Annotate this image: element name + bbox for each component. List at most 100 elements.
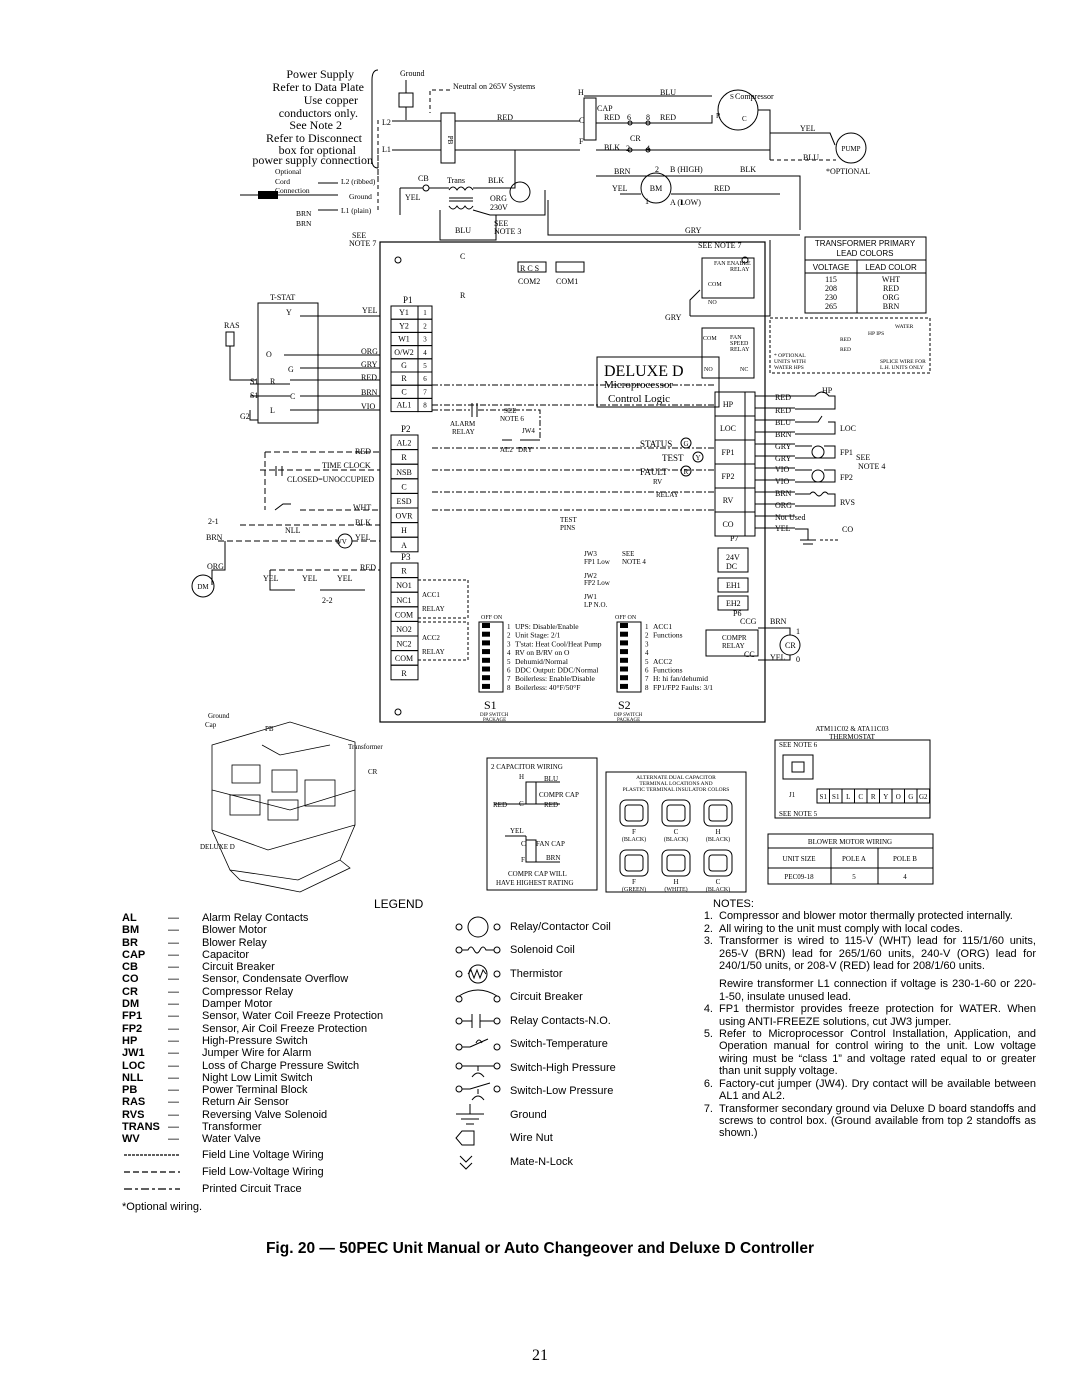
svg-text:R: R bbox=[460, 291, 466, 300]
legend-symbol-item: Switch-High Pressure bbox=[448, 1056, 658, 1080]
blower-table-header: POLE A bbox=[842, 855, 866, 863]
photo-label: Ground bbox=[208, 712, 230, 720]
legend-desc: Loss of Charge Pressure Switch bbox=[202, 1059, 360, 1072]
dip-switch-number: 2 bbox=[507, 632, 511, 640]
red-wire-label: RED bbox=[497, 113, 513, 122]
pump-icon bbox=[835, 132, 867, 164]
tstat-terminal: L bbox=[270, 406, 275, 415]
compr-cap-label: COMPR CAP bbox=[539, 791, 579, 799]
water-label: WATER bbox=[895, 324, 914, 330]
fp2-low-label: FP2 Low bbox=[584, 579, 611, 587]
thermostat-title: THERMOSTAT bbox=[829, 733, 875, 741]
vio-wire-label: VIO bbox=[775, 477, 789, 486]
yel-wire-label: YEL bbox=[405, 193, 421, 202]
tstat-terminal: Y bbox=[286, 308, 292, 317]
legend-symbol-label: Relay/Contactor Coil bbox=[510, 920, 611, 933]
legend-desc: Reversing Valve Solenoid bbox=[202, 1108, 328, 1121]
terminal-label: OVR bbox=[396, 512, 414, 521]
notes-title: NOTES: bbox=[713, 898, 754, 910]
legend-abbr: HP bbox=[122, 1034, 138, 1047]
eh2-label: EH2 bbox=[726, 599, 741, 608]
legend-symbol-item: Thermistor bbox=[448, 962, 658, 986]
note-text: FP1 thermistor provides freeze protectio… bbox=[719, 1003, 1036, 1028]
dip-switch-number: 6 bbox=[645, 667, 649, 675]
terminal-number: 1 bbox=[645, 197, 649, 206]
terminal-label: W1 bbox=[398, 335, 410, 344]
terminal-label: NC2 bbox=[396, 640, 411, 649]
legend-symbol-label: Wire Nut bbox=[510, 1132, 553, 1145]
off-on-label: OFF ON bbox=[615, 615, 637, 621]
terminal-number: 1 bbox=[796, 627, 800, 636]
svg-text:GRY: GRY bbox=[665, 313, 682, 322]
l2-ribbed-label: L2 (ribbed) bbox=[341, 177, 376, 186]
dip-switch-function: Boilerless: 40°F/50°F bbox=[515, 683, 580, 692]
legend-line-item: Field Low-Voltage Wiring bbox=[122, 1164, 562, 1180]
dip-switch-function: ACC2 bbox=[653, 657, 672, 666]
nc-label: NC bbox=[740, 367, 748, 373]
power-supply-text: Refer to Disconnect bbox=[266, 131, 363, 145]
rvs-label: RVS bbox=[840, 498, 855, 507]
com1-label: COM1 bbox=[556, 277, 578, 286]
cap-insulator-color: (GREEN) bbox=[622, 886, 646, 893]
note-number: 3. bbox=[703, 935, 713, 948]
board-subtitle: Control Logic bbox=[608, 393, 670, 405]
l2-label: L2 bbox=[382, 118, 391, 127]
acc1-label: ACC1 bbox=[422, 591, 440, 599]
legend-desc: Power Terminal Block bbox=[202, 1084, 308, 1097]
thermostat-terminal: S1 bbox=[832, 793, 840, 801]
see-note6-label: SEE NOTE 6 bbox=[779, 741, 818, 749]
note-item: 2.All wiring to the unit must comply wit… bbox=[686, 923, 1036, 935]
legend-item: JW1—Jumper Wire for Alarm bbox=[122, 1047, 562, 1059]
compressor-label: Compressor bbox=[735, 92, 774, 101]
legend-dash: — bbox=[168, 973, 179, 986]
dip-switch-function: Dehumid/Normal bbox=[515, 657, 568, 666]
legend-dash: — bbox=[168, 1108, 179, 1121]
blk-wire-label: BLK bbox=[740, 165, 756, 174]
relay-label: RELAY bbox=[730, 347, 750, 353]
dip-switch-number: 7 bbox=[507, 675, 511, 683]
note-item: 3.Transformer is wired to 115-V (WHT) le… bbox=[686, 935, 1036, 972]
deluxe-d-board bbox=[379, 241, 766, 723]
legend-symbol-item: Relay Contacts-N.O. bbox=[448, 1009, 658, 1033]
dip-switch-number: 5 bbox=[507, 658, 511, 666]
ras-label: RAS bbox=[224, 321, 240, 330]
p6-label: P6 bbox=[733, 609, 741, 618]
legend-symbol-label: Thermistor bbox=[510, 967, 563, 980]
cap-note: COMPR CAP WILL bbox=[508, 870, 567, 878]
legend-title: LEGEND bbox=[374, 897, 424, 911]
legend-abbr: JW1 bbox=[122, 1047, 145, 1060]
dip-switch-function: FP1/FP2 Faults: 3/1 bbox=[653, 683, 713, 692]
legend-desc: Capacitor bbox=[202, 948, 250, 961]
legend-line-label: Printed Circuit Trace bbox=[202, 1182, 302, 1195]
h-label: H bbox=[578, 88, 584, 97]
s2-label: S2 bbox=[618, 698, 631, 712]
cap-insulator-color: (WHITE) bbox=[664, 886, 687, 893]
package-label: PACKAGE bbox=[483, 718, 506, 723]
legend-desc: Blower Relay bbox=[202, 936, 267, 949]
relay-label: RELAY bbox=[722, 642, 745, 650]
fault-led bbox=[680, 465, 692, 477]
lh-units-label: L.H. UNITS ONLY bbox=[880, 365, 924, 371]
dip-switch-number: 3 bbox=[645, 640, 649, 648]
legend-item: HP—High-Pressure Switch bbox=[122, 1035, 562, 1047]
red-wire-label: RED bbox=[493, 801, 507, 809]
ground-icon bbox=[456, 1103, 484, 1125]
terminal-label: Y1 bbox=[399, 308, 409, 317]
org-wire-label: ORG bbox=[775, 501, 792, 510]
legend-item: FP2—Sensor, Air Coil Freeze Protection bbox=[122, 1023, 562, 1035]
terminal-number: 1 bbox=[423, 309, 427, 317]
tstat-label: T-STAT bbox=[270, 293, 295, 302]
p3-label: P3 bbox=[401, 552, 411, 562]
terminal-number: 4 bbox=[423, 349, 427, 357]
blk-wire-label: BLK bbox=[604, 143, 620, 152]
dc-label: DC bbox=[726, 562, 737, 571]
terminal-label: C bbox=[401, 482, 406, 491]
note-item: 7.Transformer secondary ground via Delux… bbox=[686, 1103, 1036, 1140]
dip-switch-number: 2 bbox=[645, 632, 649, 640]
alt-cap-title: TERMINAL LOCATIONS AND bbox=[639, 781, 712, 787]
dip-switch-number: 8 bbox=[645, 684, 649, 692]
neutral-label: Neutral on 265V Systems bbox=[453, 82, 535, 91]
legend-item: CB—Circuit Breaker bbox=[122, 961, 562, 973]
note7-label: NOTE 7 bbox=[349, 239, 376, 248]
